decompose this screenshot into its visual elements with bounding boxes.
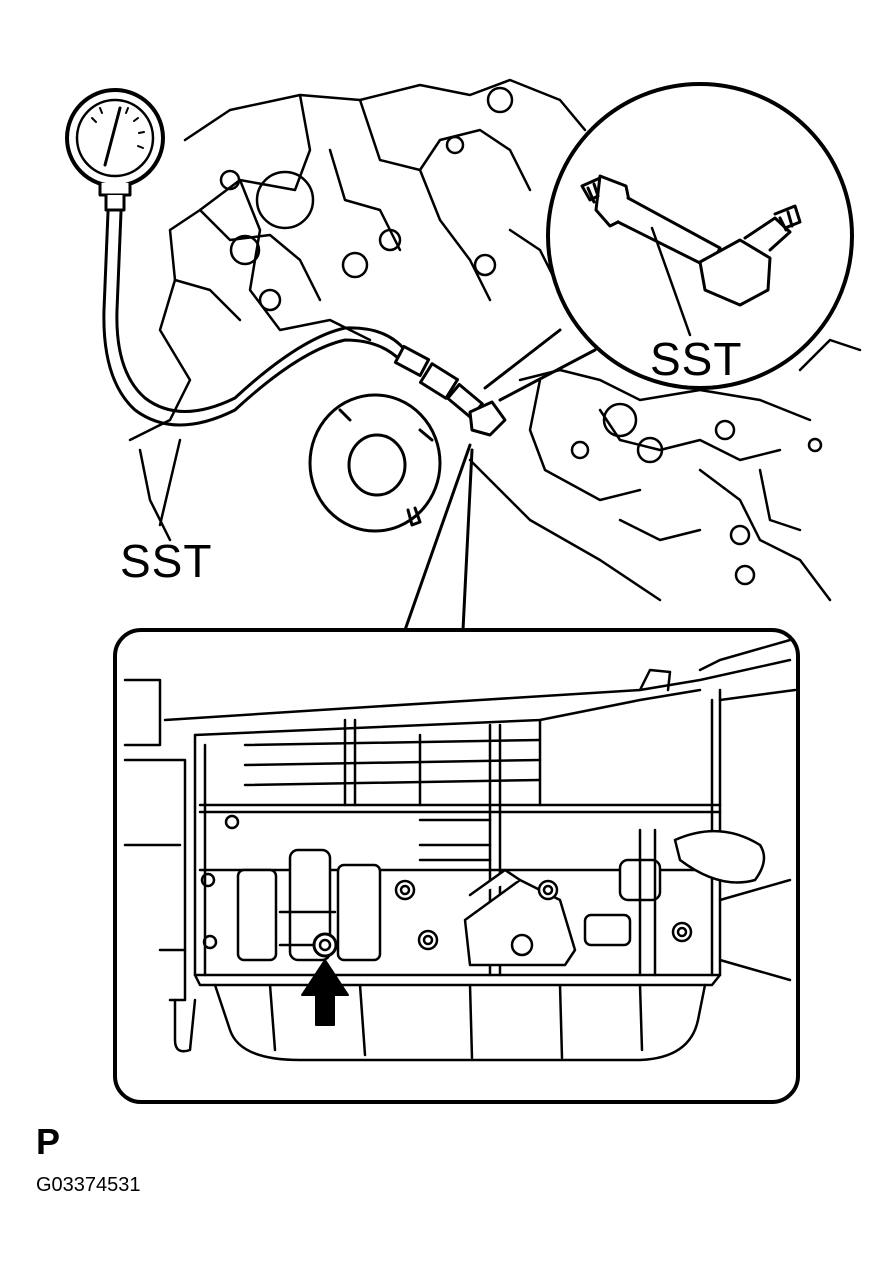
sst-label-gauge: SST <box>120 535 213 587</box>
engine-details <box>219 86 823 586</box>
sst-detail-callout <box>483 82 854 402</box>
pressure-gauge-icon <box>65 88 165 212</box>
sst-leader-gauge <box>158 438 182 527</box>
valve-body-panel <box>113 628 800 1104</box>
sst-label-detail: SST <box>650 333 743 385</box>
gauge-hose <box>102 210 507 437</box>
sst-leader-detail <box>650 226 692 337</box>
view-code: P <box>36 1121 61 1162</box>
figure-id: G03374531 <box>36 1174 141 1196</box>
pulley <box>308 393 442 533</box>
sst-adapter-icon <box>580 174 802 307</box>
up-arrow-icon <box>301 959 349 1026</box>
zoom-lines <box>403 443 474 632</box>
